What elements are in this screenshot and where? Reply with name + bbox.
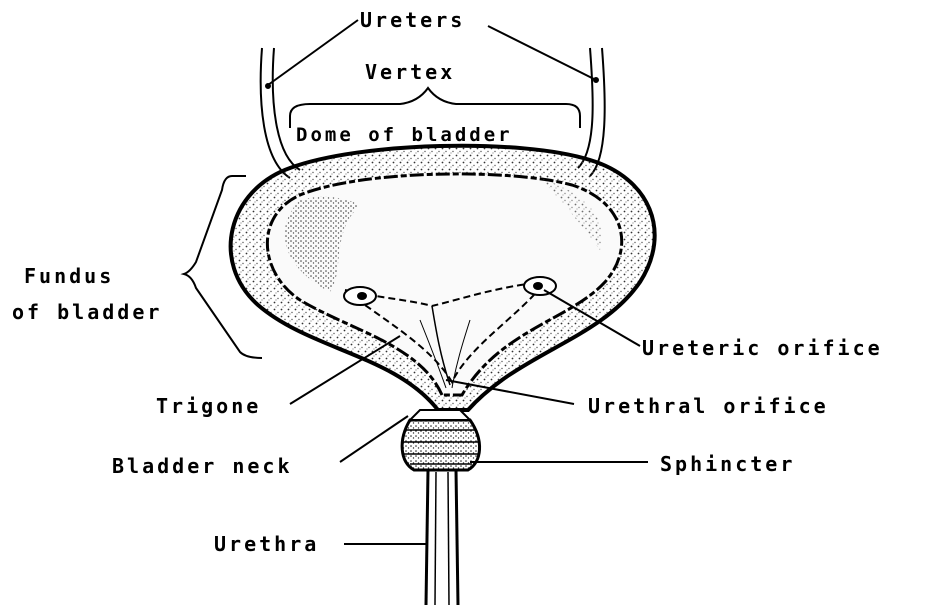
- sphincter-shape: [402, 420, 479, 470]
- label-ureters: Ureters: [360, 10, 465, 30]
- urethra-tube: [426, 470, 458, 605]
- label-fundus: Fundus: [24, 266, 114, 286]
- ureteric-orifice-left: [344, 287, 376, 305]
- label-of-bladder: of bladder: [12, 302, 162, 322]
- ureter-left: [261, 48, 300, 178]
- label-vertex: Vertex: [365, 62, 455, 82]
- label-urethra: Urethra: [214, 534, 319, 554]
- label-urethral-orifice: Urethral orifice: [588, 396, 829, 416]
- label-sphincter: Sphincter: [660, 454, 795, 474]
- label-ureteric-orifice: Ureteric orifice: [642, 338, 883, 358]
- ureteric-orifice-right: [524, 277, 556, 295]
- label-dome-of-bladder: Dome of bladder: [296, 126, 513, 145]
- label-trigone: Trigone: [156, 396, 261, 416]
- label-bladder-neck: Bladder neck: [112, 456, 293, 476]
